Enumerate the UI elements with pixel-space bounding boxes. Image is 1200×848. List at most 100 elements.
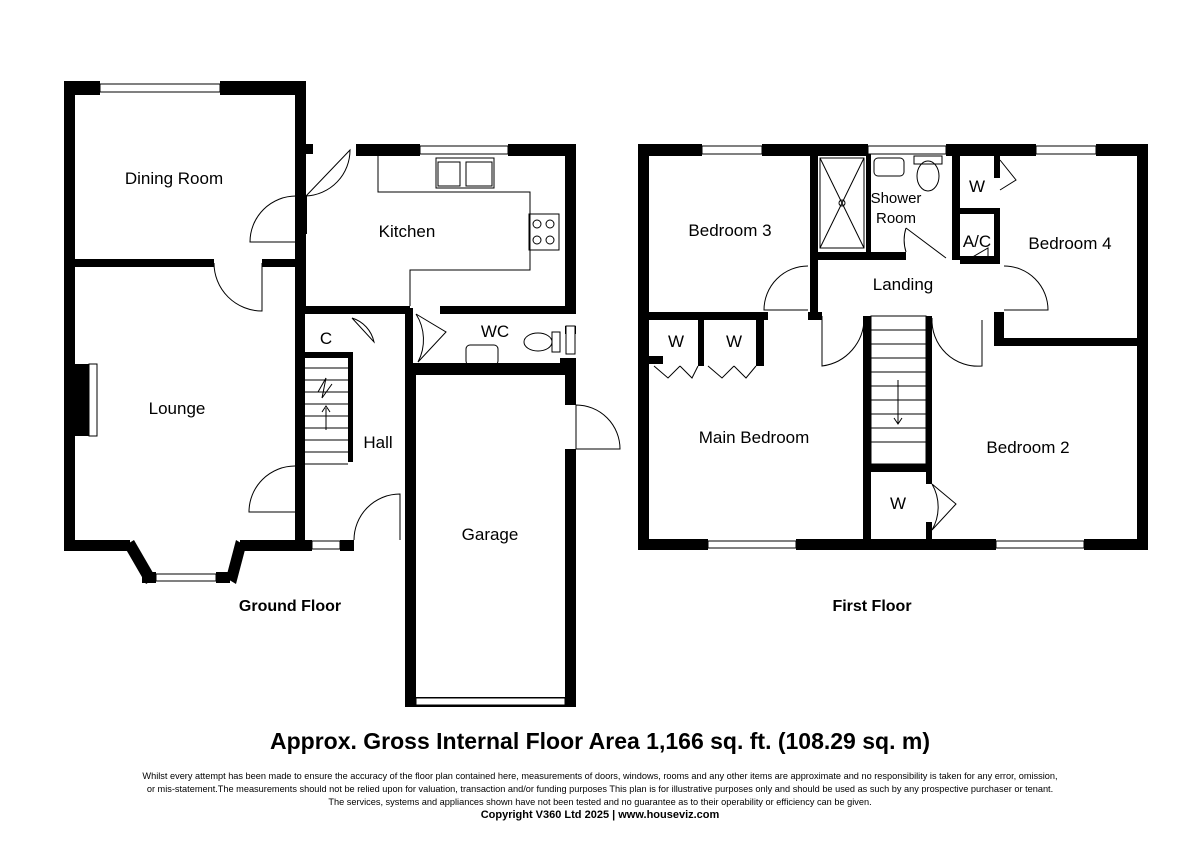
wall [295, 144, 313, 154]
ground-floor-title: Ground Floor [239, 598, 341, 615]
copyright-notice: Copyright V360 Ltd 2025 | www.houseviz.c… [480, 809, 720, 821]
door-swing [821, 316, 865, 367]
shower-room-label-2: Room [876, 210, 916, 227]
door-swing [248, 465, 296, 513]
wall [356, 144, 420, 156]
hob-icon [528, 213, 560, 251]
garage-label: Garage [462, 525, 519, 544]
wall [565, 144, 576, 314]
toilet-icon [916, 160, 940, 192]
wall [300, 352, 352, 358]
window [867, 145, 947, 155]
toilet-cistern [913, 155, 943, 165]
door-swing [763, 265, 809, 311]
door-swing [353, 493, 401, 541]
window [99, 83, 221, 93]
wall [638, 539, 708, 550]
wall [926, 522, 932, 540]
wall [638, 312, 768, 320]
fireplace-hearth [88, 363, 98, 437]
bedroom-3-label: Bedroom 3 [688, 221, 771, 240]
basin-icon [465, 344, 499, 366]
bedroom-2-label: Bedroom 2 [986, 438, 1069, 457]
shower-room-label: Shower [871, 190, 922, 207]
wall [565, 358, 576, 405]
window [1035, 145, 1097, 155]
wardrobe-door [653, 365, 699, 379]
hob-ring [545, 219, 555, 229]
wall [405, 363, 576, 375]
door-swing [415, 313, 447, 363]
wardrobe-door [707, 365, 757, 379]
wall [64, 81, 100, 95]
hob-ring [545, 235, 555, 245]
wall [142, 572, 156, 583]
floor-area-heading: Approx. Gross Internal Floor Area 1,166 … [270, 728, 930, 754]
dining-room-label: Dining Room [125, 169, 223, 188]
door-swing [305, 148, 351, 197]
disclaimer: Whilst every attempt has been made to en… [60, 770, 1140, 809]
hob-ring [532, 235, 542, 245]
hob-ring [532, 219, 542, 229]
bedroom-4-label: Bedroom 4 [1028, 234, 1111, 253]
wall [348, 352, 353, 462]
door-swing [249, 195, 297, 243]
wall [300, 306, 410, 314]
disclaimer-line: Whilst every attempt has been made to en… [142, 771, 1058, 781]
wall [216, 572, 230, 583]
wall [638, 144, 702, 156]
wall [994, 208, 1000, 264]
wall [796, 539, 996, 550]
door-swing [903, 227, 947, 259]
wall [220, 81, 306, 95]
wall [64, 81, 75, 551]
wall [1137, 144, 1148, 550]
main-bedroom-label: Main Bedroom [699, 428, 810, 447]
wall [756, 318, 764, 366]
sink-bowl [465, 161, 493, 187]
door-swing [931, 317, 983, 367]
wall [810, 150, 818, 312]
wall [295, 81, 306, 307]
wall [64, 540, 130, 551]
wall [994, 338, 1148, 346]
wardrobe-label: W [969, 177, 985, 196]
wall [952, 208, 1000, 214]
hall-label: Hall [363, 433, 392, 452]
sink-icon [435, 157, 495, 189]
window [995, 540, 1085, 549]
wardrobe-label: W [726, 332, 742, 351]
window [419, 145, 509, 155]
wall [866, 150, 871, 255]
wall [565, 449, 576, 706]
window [707, 540, 797, 549]
door-swing [575, 404, 621, 450]
door-swing [999, 159, 1017, 191]
first-floor-fittings [653, 155, 1049, 531]
door-swing [931, 483, 957, 531]
window [701, 145, 763, 155]
fireplace [75, 364, 89, 436]
bay-wall [226, 540, 246, 584]
wall [698, 318, 704, 366]
wall [994, 150, 1000, 178]
wc-label: WC [481, 322, 509, 341]
wall [863, 464, 931, 472]
wall [960, 256, 1000, 264]
stairs-icon [300, 367, 348, 465]
lounge-label: Lounge [149, 399, 206, 418]
kitchen-label: Kitchen [379, 222, 436, 241]
wall [64, 259, 214, 267]
wall [508, 144, 576, 156]
wall [299, 196, 307, 234]
door-swing [351, 317, 375, 344]
wall [952, 150, 960, 260]
sink-bowl [437, 161, 461, 187]
wall [295, 259, 305, 541]
stairs-icon [870, 315, 927, 465]
door-swing [213, 262, 263, 312]
first-floor-plan [638, 144, 1148, 550]
door-swing [1003, 265, 1049, 311]
window [415, 697, 566, 706]
wall [808, 312, 822, 320]
